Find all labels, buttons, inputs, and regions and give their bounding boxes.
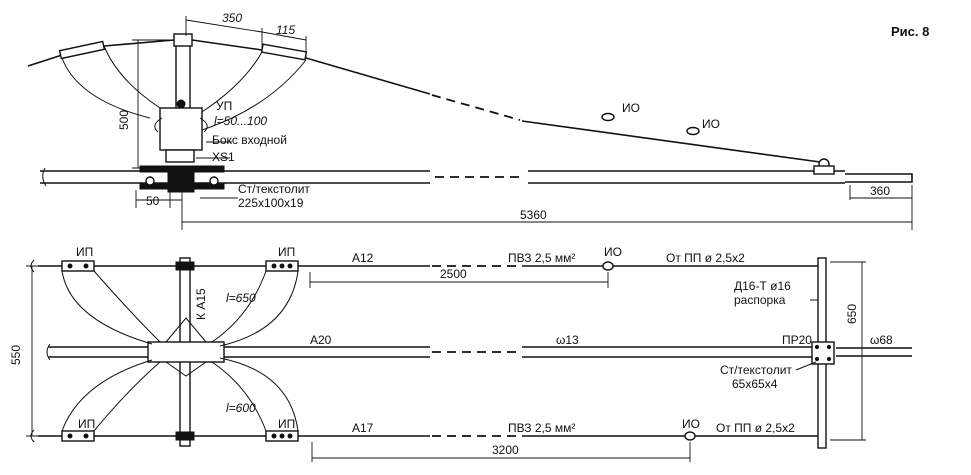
dim-350: 350 — [222, 11, 242, 25]
dim-3200: 3200 — [492, 443, 519, 457]
top-break-marks — [30, 259, 51, 443]
boom-a20-right — [522, 346, 822, 358]
material-label: Ст/текстолит — [238, 182, 310, 196]
xs1-connector — [165, 149, 195, 163]
a12-label: А12 — [352, 251, 374, 265]
from-pp-bottom: От ПП ø 2,5x2 — [716, 421, 795, 435]
right-wire-break — [431, 94, 521, 121]
pvz-top: ПВЗ 2,5 мм² — [508, 251, 575, 265]
hub-bracing — [165, 317, 207, 377]
d16-line1: Д16-Т ø16 — [734, 279, 791, 293]
dim-115: 115 — [276, 23, 295, 37]
ip-label-top-center: ИП — [278, 245, 295, 259]
omega68-label: ω68 — [870, 333, 893, 347]
a20-label: А20 — [310, 333, 332, 347]
ip-label-bottom-left: ИП — [78, 417, 95, 431]
side-boom-end — [845, 173, 913, 183]
a17-label: А17 — [352, 421, 374, 435]
material-size: 225x100x19 — [238, 196, 304, 210]
l650-label: l=650 — [226, 291, 256, 305]
input-box — [159, 107, 203, 151]
l600-label: l=600 — [226, 401, 256, 415]
side-break-mark — [42, 167, 47, 187]
clamp-bolt-right — [209, 176, 219, 186]
io-bottom — [684, 431, 696, 441]
dim-550: 550 — [9, 345, 23, 365]
ip-top-left — [61, 260, 95, 272]
mast — [175, 39, 191, 111]
dim-2500: 2500 — [440, 267, 467, 281]
io-label-1: ИО — [622, 101, 640, 115]
boom-a20-left — [48, 346, 430, 358]
ip-label-bottom-center: ИП — [278, 417, 295, 431]
io-bottom-label: ИО — [682, 417, 700, 431]
box-terminal — [176, 99, 186, 109]
ip-dots — [67, 263, 293, 439]
mast-top-clamp — [173, 33, 193, 47]
bottom-drops — [61, 357, 299, 432]
side-boom-right — [528, 170, 845, 184]
ip-bottom-left — [61, 430, 95, 442]
up-label: УП — [216, 99, 232, 113]
boom-end — [836, 347, 912, 357]
spreader-clamp-bottom — [175, 431, 195, 441]
io-top-label: ИО — [604, 245, 622, 259]
dim-50-lines — [135, 190, 182, 208]
plate-line1: Ст/текстолит — [720, 363, 792, 377]
insulator-io-2 — [686, 126, 700, 136]
ka15-label: К А15 — [194, 288, 208, 320]
dim-50: 50 — [146, 194, 160, 208]
end-bracket — [813, 165, 835, 175]
dim-650-lines — [830, 261, 866, 441]
top-view: 550 650 2500 3200 ИП ИП ИП ИП А12 А20 А1… — [9, 245, 912, 462]
right-insulator — [260, 43, 308, 61]
l-label: l=50...100 — [214, 114, 267, 128]
clamp-bolt-left — [145, 176, 155, 186]
far-plate-bolts — [814, 344, 832, 362]
ip-label-top-left: ИП — [76, 245, 93, 259]
dim-360: 360 — [870, 184, 890, 198]
dim-5360: 5360 — [520, 208, 547, 222]
insulator-io-1 — [601, 112, 615, 122]
pr20-label: ПР20 — [782, 333, 812, 347]
d16-line2: распорка — [734, 293, 786, 307]
dim-500-lines — [132, 39, 172, 169]
dim-550-lines — [26, 265, 40, 437]
top-drops — [61, 270, 299, 347]
spreader-clamp-top — [175, 261, 195, 271]
clamp-plate-bottom — [139, 182, 225, 190]
left-insulator — [58, 40, 106, 60]
dim-350-115-lines — [185, 16, 307, 58]
dim-2500-lines — [309, 272, 609, 288]
dim-500: 500 — [117, 110, 131, 130]
pvz-bottom: ПВЗ 2,5 мм² — [508, 421, 575, 435]
io-label-2: ИО — [702, 117, 720, 131]
dim-3200-lines — [311, 442, 691, 462]
xs1-label: XS1 — [212, 150, 235, 164]
figure-label: Рис. 8 — [891, 24, 929, 39]
right-wire-near — [191, 39, 431, 95]
right-drops — [201, 51, 307, 131]
side-boom-left — [40, 170, 430, 184]
center-hub — [147, 341, 225, 363]
dim-360-lines — [849, 185, 912, 200]
side-view: 350 115 500 УП l=50...100 Бокс входной X… — [27, 11, 913, 230]
from-pp-top: От ПП ø 2,5x2 — [666, 251, 745, 265]
dim-5360-lines — [181, 185, 913, 230]
io-top — [602, 261, 614, 271]
omega13-label: ω13 — [556, 333, 579, 347]
dim-650: 650 — [845, 304, 859, 324]
box-coils — [154, 117, 208, 133]
right-wire-far — [521, 120, 821, 163]
left-drops — [61, 45, 161, 119]
plate-leader — [795, 361, 817, 371]
far-plate — [811, 341, 835, 365]
plate-line2: 65x65x4 — [732, 377, 778, 391]
box-label: Бокс входной — [212, 133, 287, 147]
